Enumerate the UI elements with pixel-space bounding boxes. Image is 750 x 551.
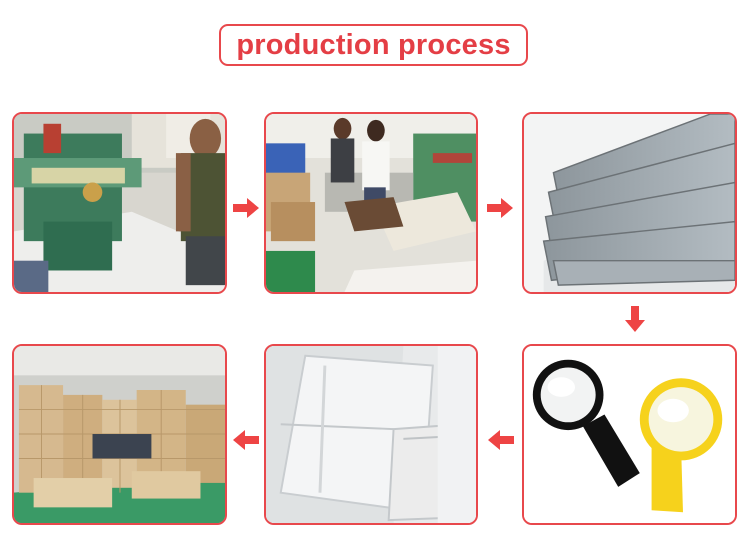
step-6-warehouse-panel (12, 344, 227, 525)
magnifier-products-photo (524, 346, 735, 523)
title-box: production process (219, 24, 528, 66)
step-4-magnifier-panel (522, 344, 737, 525)
pvc-sheets-photo (524, 114, 735, 292)
step-2-workshop-panel (264, 112, 478, 294)
clear-packaging-bags-photo (266, 346, 476, 523)
arrow-left-icon (233, 430, 259, 450)
arrow-right-icon (487, 198, 513, 218)
step-5-bags-panel (264, 344, 478, 525)
warehouse-cartons-photo (14, 346, 225, 523)
arrow-left-icon (488, 430, 514, 450)
arrow-down-icon (625, 306, 645, 332)
step-1-machine-panel (12, 112, 227, 294)
page-title: production process (236, 28, 511, 61)
workshop-workers-photo (266, 114, 476, 292)
step-3-sheets-panel (522, 112, 737, 294)
arrow-right-icon (233, 198, 259, 218)
die-cutting-machine-photo (14, 114, 225, 292)
